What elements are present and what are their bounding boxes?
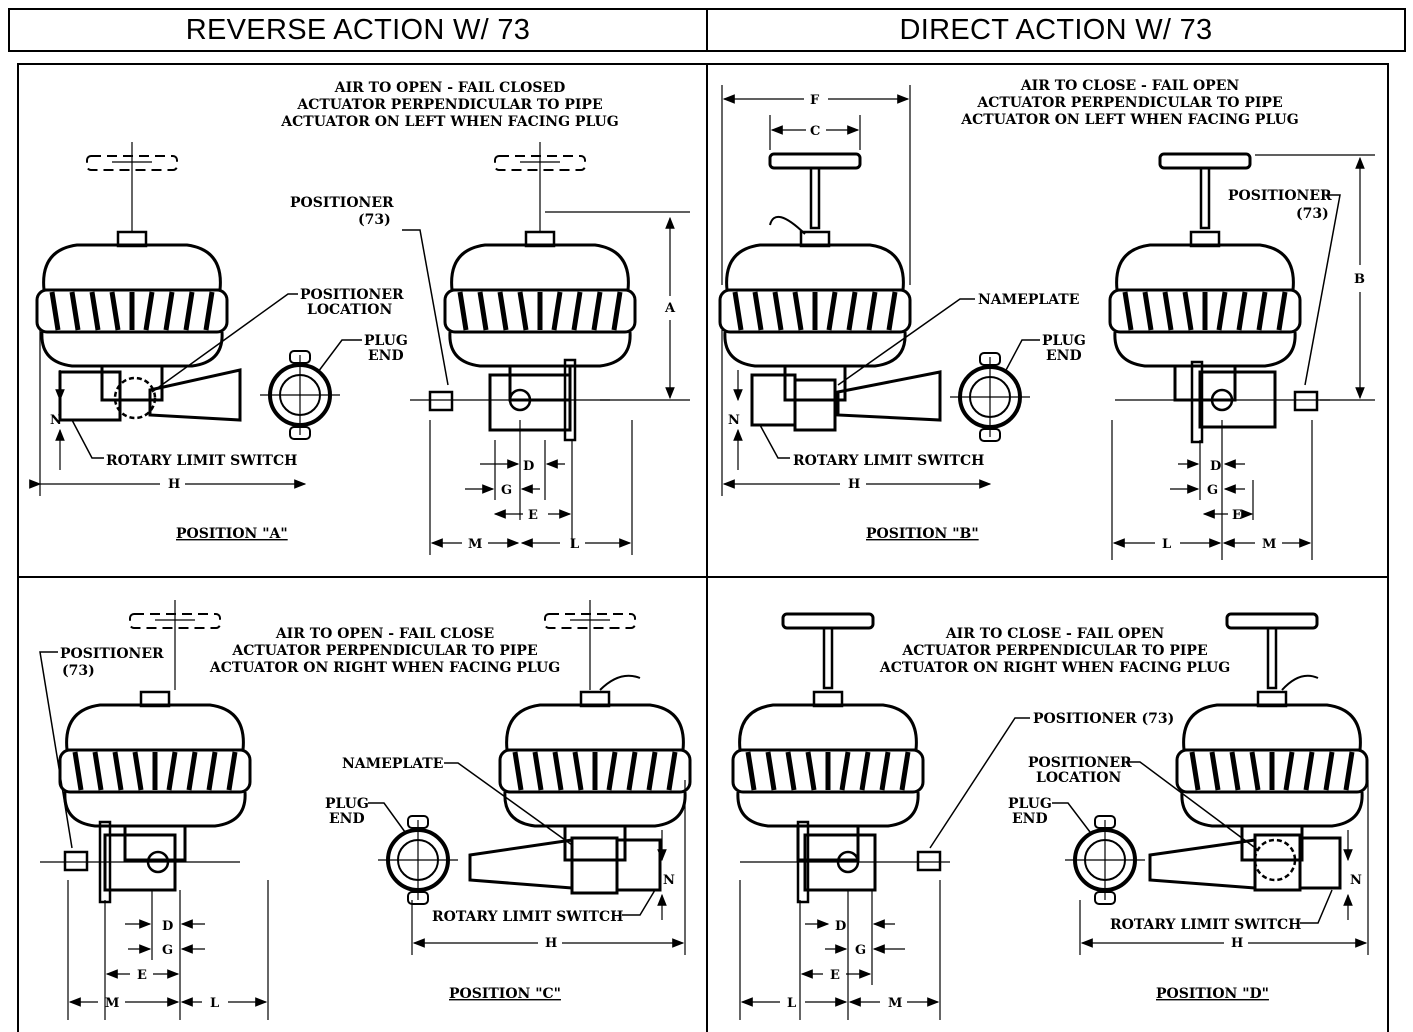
header-bar: REVERSE ACTION W/ 73 DIRECT ACTION W/ 73 [8,8,1406,52]
panel-b-positioner-label: POSITIONER [1228,188,1332,204]
panel-d-dim-n: N [1350,873,1362,888]
panel-d-note-line-2: ACTUATOR PERPENDICULAR TO PIPE [901,643,1207,659]
panel-position-c: AIR TO OPEN - FAIL CLOSE ACTUATOR PERPEN… [39,599,690,1020]
panel-b-position-label: POSITION "B" [866,526,979,542]
panel-d-dim-m: M [888,996,902,1011]
panel-a-dim-a: A [664,301,676,316]
panel-b-dim-m: M [1262,537,1276,552]
panel-a-positioner-number: (73) [358,212,391,228]
panel-c-note-line-3: ACTUATOR ON RIGHT WHEN FACING PLUG [209,660,560,676]
grid-horizontal-divider [17,576,1389,578]
panel-d-positioner-location-2: LOCATION [1036,770,1121,786]
panel-b-dim-b: B [1354,272,1365,287]
grid-vertical-divider [706,63,708,1032]
panel-c-nameplate: NAMEPLATE [342,756,443,772]
panel-c-dim-e: E [137,968,147,983]
panel-d-rotary-limit-switch: ROTARY LIMIT SWITCH [1110,917,1301,933]
panel-a-position-label: POSITION "A" [176,526,288,542]
panel-a-dim-h: H [168,477,180,492]
panel-d-position-label: POSITION "D" [1156,986,1269,1002]
panel-a-positioner-location-2: LOCATION [307,302,392,318]
panel-position-b: AIR TO CLOSE - FAIL OPEN ACTUATOR PERPEN… [720,78,1375,560]
panel-position-d: AIR TO CLOSE - FAIL OPEN ACTUATOR PERPEN… [733,612,1368,1020]
panel-b-end-label: END [1046,348,1082,364]
panel-a-dim-l: L [570,537,579,552]
panel-c-position-label: POSITION "C" [449,986,561,1002]
panel-d-positioner-location-1: POSITIONER [1028,755,1132,771]
panel-b-dim-c: C [810,124,820,139]
panel-c-positioner-label: POSITIONER [60,646,164,662]
panel-b-dim-f: F [810,93,820,108]
panel-b-note-line-3: ACTUATOR ON LEFT WHEN FACING PLUG [960,112,1298,128]
panel-d-dim-h: H [1231,936,1243,951]
panel-b-dim-d: D [1210,459,1221,474]
panel-c-dim-m: M [105,996,119,1011]
panel-a-note-line-1: AIR TO OPEN - FAIL CLOSED [334,80,566,96]
panel-a-note-line-3: ACTUATOR ON LEFT WHEN FACING PLUG [280,114,618,130]
panel-position-a: AIR TO OPEN - FAIL CLOSED ACTUATOR PERPE… [29,80,690,555]
panel-a-rotary-limit-switch: ROTARY LIMIT SWITCH [106,453,297,469]
panel-d-dim-e: E [830,968,840,983]
panel-a-dim-e: E [528,508,538,523]
panel-d-dim-g: G [855,943,866,958]
panel-b-dim-e: E [1232,508,1242,523]
panel-c-dim-n: N [663,873,675,888]
panel-b-dim-n: N [728,413,740,428]
panel-c-positioner-number: (73) [62,663,95,679]
panel-c-dim-d: D [162,919,173,934]
panel-b-nameplate: NAMEPLATE [978,292,1079,308]
panel-a-plug-label: PLUG [364,333,408,349]
panel-a-dim-m: M [468,537,482,552]
panel-a-dim-g: G [501,483,512,498]
panel-a-note-line-2: ACTUATOR PERPENDICULAR TO PIPE [296,97,602,113]
panel-b-dim-l: L [1162,537,1171,552]
panel-a-limit-switch-body [58,370,122,422]
header-direct-action: DIRECT ACTION W/ 73 [706,10,1404,50]
panel-d-positioner-label: POSITIONER (73) [1033,711,1174,727]
panel-a-positioner-label: POSITIONER [290,195,394,211]
panel-c-plug-label: PLUG [325,796,369,812]
panel-a-dim-d: D [523,459,534,474]
panel-c-note-line-1: AIR TO OPEN - FAIL CLOSE [275,626,494,642]
panel-c-note-line-2: ACTUATOR PERPENDICULAR TO PIPE [231,643,537,659]
panel-b-dim-g: G [1207,483,1218,498]
panel-c-dim-l: L [210,996,219,1011]
panel-d-dim-d: D [835,919,846,934]
panel-b-positioner-number: (73) [1296,206,1329,222]
panel-c-dim-g: G [162,943,173,958]
diagram-grid [17,63,1389,1032]
panel-d-note-line-3: ACTUATOR ON RIGHT WHEN FACING PLUG [879,660,1230,676]
panel-d-dim-l: L [787,996,796,1011]
header-reverse-action: REVERSE ACTION W/ 73 [185,13,531,46]
panel-c-dim-h: H [545,936,557,951]
panel-d-plug-label: PLUG [1008,796,1052,812]
panel-b-plug-label: PLUG [1042,333,1086,349]
panel-d-end-label: END [1012,811,1048,827]
panel-c-end-label: END [329,811,365,827]
panel-c-rotary-limit-switch: ROTARY LIMIT SWITCH [432,909,623,925]
panel-b-dim-h: H [848,477,860,492]
panel-a-end-label: END [368,348,404,364]
panel-a-dim-n: N [50,413,62,428]
panel-b-rotary-limit-switch: ROTARY LIMIT SWITCH [793,453,984,469]
panel-b-note-line-1: AIR TO CLOSE - FAIL OPEN [1020,78,1240,94]
panel-b-note-line-2: ACTUATOR PERPENDICULAR TO PIPE [976,95,1282,111]
panel-a-positioner-location-1: POSITIONER [300,287,404,303]
panel-d-note-line-1: AIR TO CLOSE - FAIL OPEN [945,626,1165,642]
